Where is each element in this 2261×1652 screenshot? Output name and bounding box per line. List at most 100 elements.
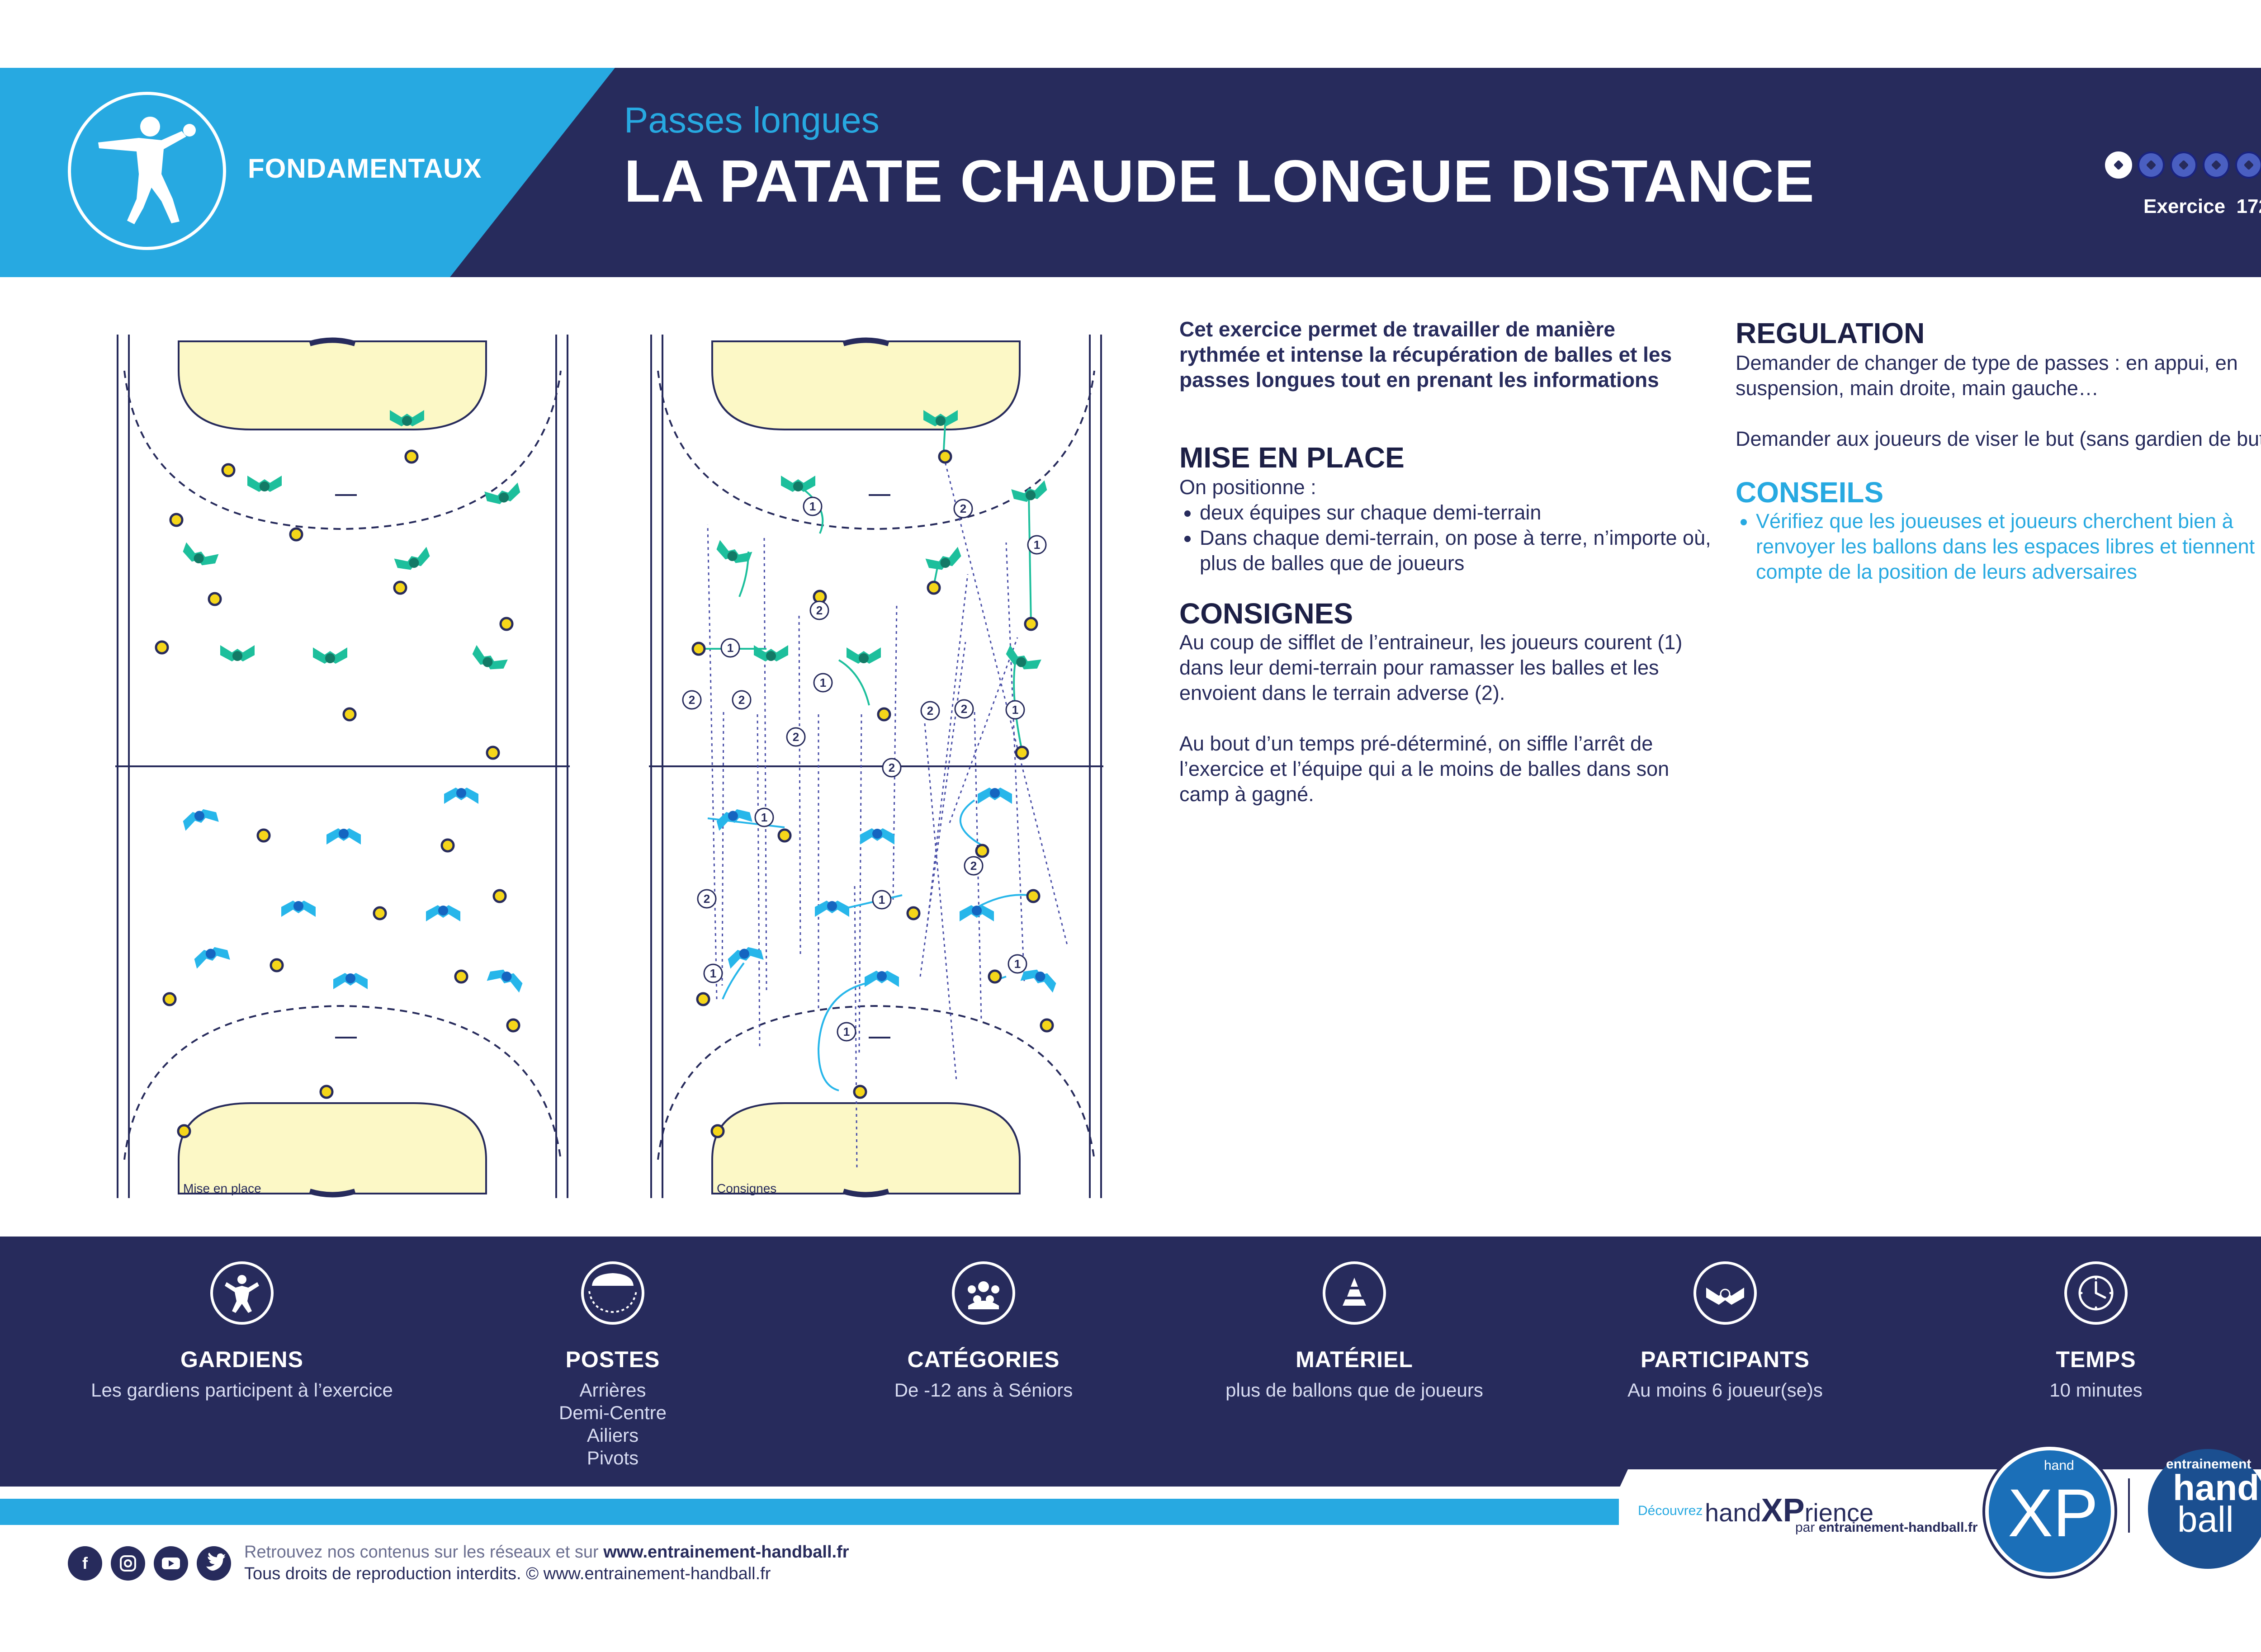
svg-text:2: 2 (793, 730, 799, 744)
category-label: FONDAMENTAUX (248, 153, 482, 184)
svg-text:2: 2 (738, 693, 745, 707)
twitter-icon[interactable] (197, 1546, 231, 1581)
info-equipment: MATÉRIEL plus de ballons que de joueurs (1178, 1261, 1531, 1402)
promo-by: par entrainement-handball.fr (1795, 1520, 1978, 1535)
handxprience-brand[interactable]: handXPrience (1705, 1492, 1874, 1529)
players-team-blue (183, 788, 523, 993)
instructions-paragraph: Au bout d’un temps pré-déterminé, on sif… (1179, 732, 1670, 806)
info-text: Demi-Centre (558, 1402, 667, 1423)
svg-text:2: 2 (960, 502, 966, 515)
setup-court-diagram: Mise en place (115, 335, 570, 1198)
list-item: deux équipes sur chaque demi-terrain (1200, 500, 1736, 525)
info-text: Pivots (587, 1447, 639, 1468)
setup-section: On positionne : deux équipes sur chaque … (1179, 475, 1736, 576)
info-text: 10 minutes (2049, 1379, 2143, 1401)
regulation-paragraph: Demander aux joueurs de viser le but (sa… (1736, 427, 2261, 450)
balls-on-floor (155, 449, 520, 1138)
players-team-blue (716, 788, 1056, 993)
svg-text:1: 1 (843, 1025, 850, 1038)
info-text: plus de ballons que de joueurs (1225, 1379, 1483, 1401)
exercise-intro: Cet exercice permet de travailler de man… (1179, 317, 1672, 392)
info-title: MATÉRIEL (1296, 1347, 1413, 1372)
tips-section: Vérifiez que les joueuses et joueurs che… (1736, 509, 2261, 585)
balls-on-floor (691, 449, 1054, 1138)
svg-text:2: 2 (704, 892, 710, 906)
info-text: Ailiers (587, 1425, 639, 1446)
instagram-icon[interactable] (111, 1546, 145, 1581)
svg-text:2: 2 (961, 702, 967, 716)
svg-text:2: 2 (927, 704, 933, 717)
info-goalkeepers: GARDIENS Les gardiens participent à l’ex… (66, 1261, 418, 1402)
info-participants: PARTICIPANTS Au moins 6 joueur(se)s (1549, 1261, 1902, 1402)
svg-text:1: 1 (820, 676, 826, 689)
info-title: PARTICIPANTS (1640, 1347, 1810, 1372)
exercise-title: LA PATATE CHAUDE LONGUE DISTANCE (624, 148, 1815, 214)
instructions-section: Au coup de sifflet de l’entraineur, les … (1179, 630, 1722, 807)
tips-heading: CONSEILS (1736, 476, 1884, 509)
logo-text-hand: hand (2173, 1468, 2260, 1508)
instructions-heading: CONSIGNES (1179, 597, 1353, 630)
website-link[interactable]: www.entrainement-handball.fr (603, 1543, 849, 1562)
info-text: Au moins 6 joueur(se)s (1627, 1379, 1823, 1401)
clock-icon (2064, 1261, 2128, 1325)
svg-text:1: 1 (710, 967, 716, 980)
info-time: TEMPS 10 minutes (1920, 1261, 2261, 1402)
info-title: CATÉGORIES (907, 1347, 1060, 1372)
svg-text:1: 1 (1014, 957, 1021, 971)
setup-heading: MISE EN PLACE (1179, 441, 1405, 474)
handxp-logo[interactable] (1985, 1447, 2114, 1576)
group-icon (952, 1261, 1015, 1325)
instructions-court-diagram: 1 2 1 2 1 1 2 2 2 2 1 2 2 1 2 1 2 1 1 1 … (649, 335, 1103, 1198)
setup-list: deux équipes sur chaque demi-terrain Dan… (1179, 500, 1736, 576)
svg-text:1: 1 (809, 500, 816, 513)
diagram-caption: Consignes (717, 1181, 776, 1195)
list-item: Dans chaque demi-terrain, on pose à terr… (1200, 525, 1736, 576)
regulation-section: Demander de changer de type de passes : … (1736, 350, 2261, 452)
info-text: Les gardiens participent à l’exercice (91, 1379, 393, 1401)
logo-divider (2128, 1478, 2130, 1533)
youtube-icon[interactable] (154, 1546, 188, 1581)
player-logo-icon (68, 92, 226, 250)
info-title: POSTES (565, 1347, 660, 1372)
info-text: De -12 ans à Séniors (894, 1379, 1073, 1401)
participants-icon (1693, 1261, 1757, 1325)
handxp-logo-small-text: hand (2044, 1458, 2074, 1473)
difficulty-ball-icon (2138, 151, 2165, 179)
exercise-subtitle: Passes longues (624, 100, 880, 140)
svg-text:1: 1 (761, 811, 767, 824)
logo-small-text: entrainement (2166, 1457, 2252, 1472)
info-title: TEMPS (2056, 1347, 2136, 1372)
run-arrows-blue (707, 799, 1035, 1091)
footer-links-text: Retrouvez nos contenus sur les réseaux e… (244, 1543, 849, 1562)
svg-text:1: 1 (1034, 538, 1040, 552)
exercise-number: Exercice 172 (2143, 195, 2261, 217)
tips-list: Vérifiez que les joueuses et joueurs che… (1736, 509, 2261, 585)
goalkeeper-icon (210, 1261, 274, 1325)
svg-text:2: 2 (816, 604, 823, 617)
svg-text:1: 1 (1012, 703, 1018, 717)
footer-accent-strip (0, 1499, 1619, 1525)
svg-text:2: 2 (689, 693, 695, 707)
logo-text-ball: ball (2177, 1499, 2234, 1539)
difficulty-ball-icon (2170, 151, 2197, 179)
regulation-paragraph: Demander de changer de type de passes : … (1736, 351, 2238, 400)
entrainement-handball-logo[interactable] (2148, 1449, 2261, 1569)
setup-lead: On positionne : (1179, 476, 1316, 499)
difficulty-rating (2105, 151, 2261, 188)
handxp-logo-text: XP (2008, 1475, 2099, 1551)
info-title: GARDIENS (180, 1347, 303, 1372)
list-item: Vérifiez que les joueuses et joueurs che… (1756, 509, 2261, 585)
players-team-green (716, 410, 1047, 670)
court-positions-icon (581, 1261, 644, 1325)
instructions-paragraph: Au coup de sifflet de l’entraineur, les … (1179, 631, 1683, 704)
copyright-text: Tous droits de reproduction interdits. ©… (244, 1564, 771, 1583)
svg-text:1: 1 (727, 641, 733, 655)
info-categories: CATÉGORIES De -12 ans à Séniors (807, 1261, 1160, 1402)
facebook-icon[interactable]: f (68, 1546, 102, 1581)
info-text: Arrières (579, 1379, 646, 1401)
step-markers: 1 2 1 2 1 1 2 2 2 2 1 2 2 1 2 1 2 1 1 1 (682, 496, 1047, 1042)
svg-text:2: 2 (889, 761, 895, 774)
players-team-green (183, 410, 520, 670)
svg-text:2: 2 (970, 859, 977, 873)
difficulty-ball-icon (2203, 151, 2230, 179)
